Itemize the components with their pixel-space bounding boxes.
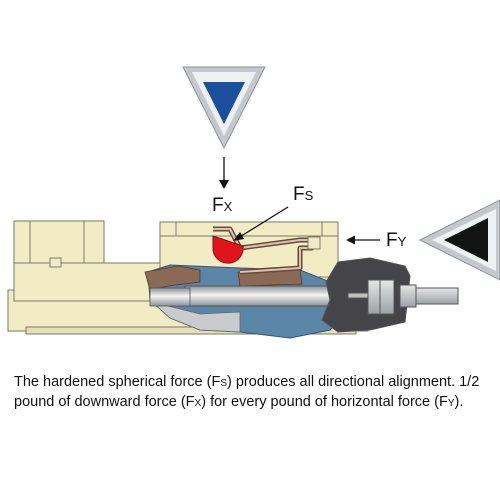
left-triangle-icon xyxy=(418,199,500,281)
plunger-linkage xyxy=(213,226,321,275)
end-housing xyxy=(321,257,459,333)
fs-label-sub: S xyxy=(304,188,314,203)
caption-sub-y: Y xyxy=(447,398,455,409)
caption-part-1: The hardened spherical force (F xyxy=(14,374,221,390)
spherical-force-element xyxy=(212,235,244,264)
caption-sub-s: S xyxy=(220,378,227,389)
caption-part-3: ) for every pound of horizontal force (F xyxy=(201,394,448,410)
caption-part-2: ) produces all directional alignment. 1/… xyxy=(14,374,480,410)
fx-arrow xyxy=(219,157,229,189)
fx-label-sub: X xyxy=(223,199,233,214)
fy-arrow xyxy=(346,235,380,245)
vise-diagram xyxy=(7,66,500,339)
fx-label-main: F xyxy=(212,195,224,216)
fs-label-main: F xyxy=(293,184,305,205)
fy-label-main: F xyxy=(386,230,398,251)
fy-label-sub: Y xyxy=(397,234,407,249)
caption: The hardened spherical force (FS) produc… xyxy=(14,373,490,413)
fx-label: FX xyxy=(212,196,232,215)
fs-label: FS xyxy=(293,185,313,204)
down-triangle-icon xyxy=(182,66,266,150)
caption-sub-x: X xyxy=(194,398,202,409)
fs-arrow xyxy=(233,206,289,241)
caption-part-4: ). xyxy=(454,394,464,410)
fy-label: FY xyxy=(386,231,406,250)
